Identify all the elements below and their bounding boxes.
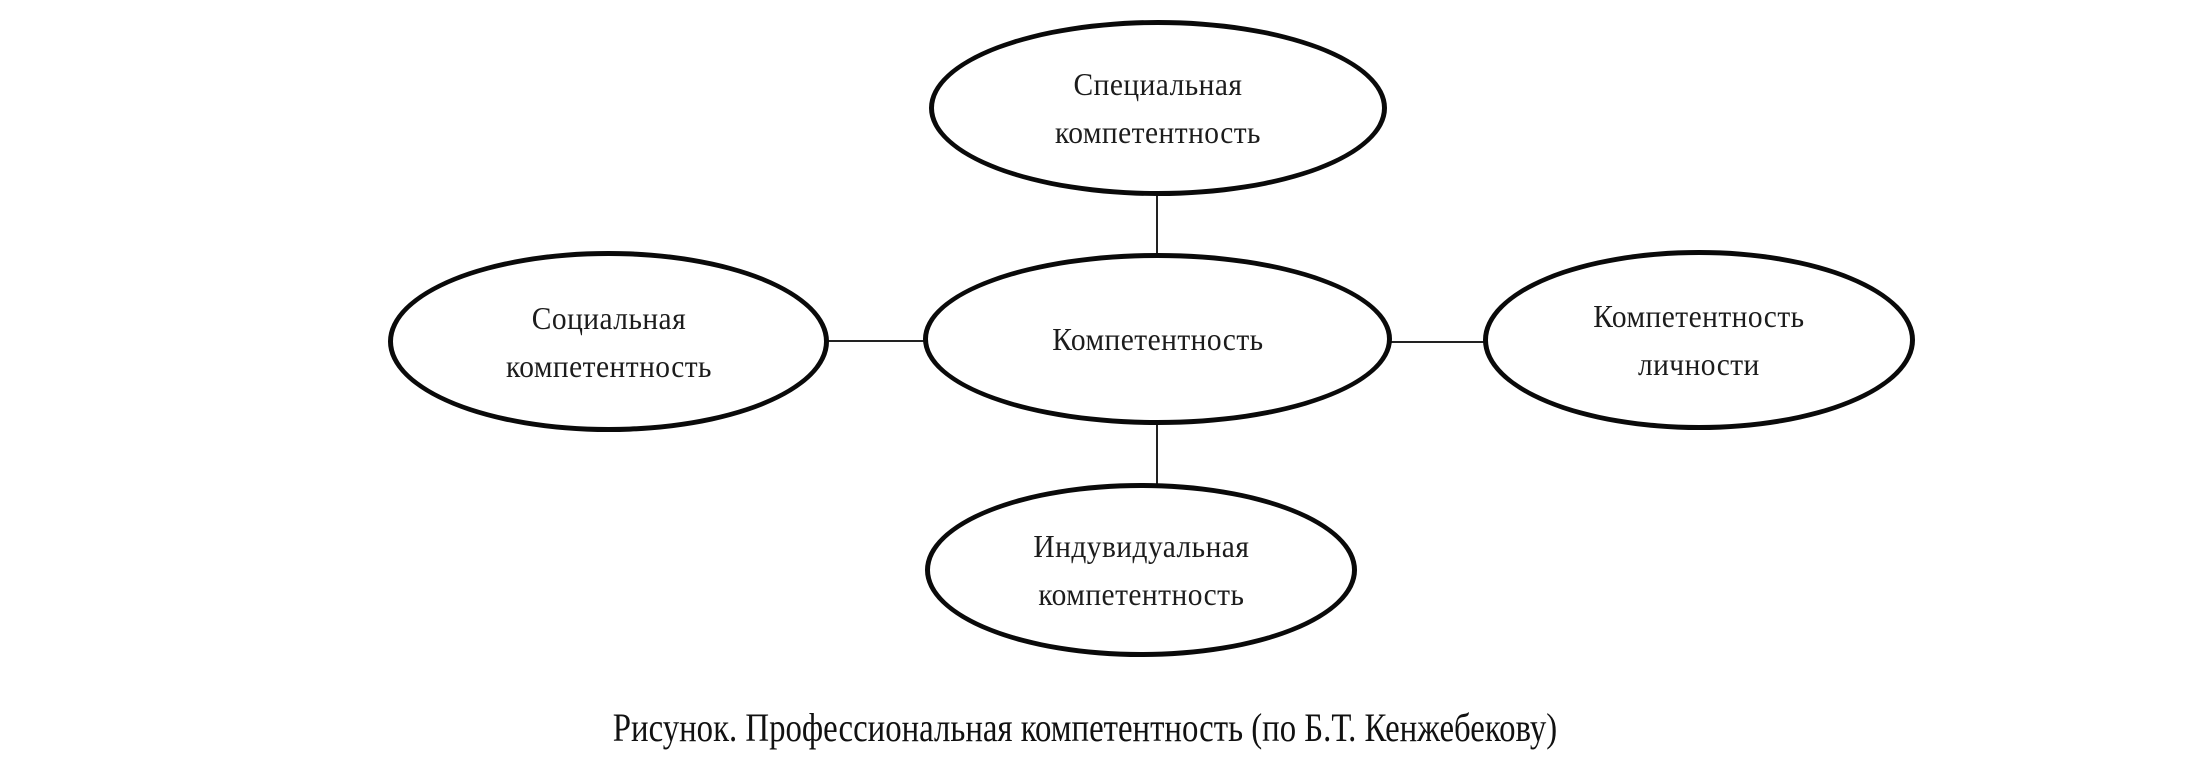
ellipse-special-competence: Специальная компетентность [929,20,1387,196]
label-line: компетентность [1055,114,1261,150]
ellipse-social-competence-label: Социальная компетентность [506,294,712,390]
ellipse-special-competence-label: Специальная компетентность [1055,60,1261,156]
ellipse-personal-competence-label: Компетентность личности [1593,292,1804,388]
connector-center-to-special [1156,194,1158,255]
label-line: Компетентность [1593,298,1805,334]
connector-center-to-personal [1390,341,1485,343]
label-line: Индувидуальная [1033,528,1249,564]
ellipse-personal-competence: Компетентность личности [1483,250,1915,430]
ellipse-social-competence: Социальная компетентность [388,251,829,432]
connector-center-to-individual [1156,423,1158,485]
ellipse-competence-center-label: Компетентность [1052,315,1263,363]
connector-center-to-social [827,340,925,342]
label-line: компетентность [505,347,712,384]
label-line: Компетентность [1051,321,1264,357]
ellipse-individual-competence-label: Индувидуальная компетентность [1033,522,1249,618]
ellipse-individual-competence: Индувидуальная компетентность [925,483,1357,657]
figure-caption: Рисунок. Профессиональная компетентность… [612,705,1558,750]
label-line: Специальная [1073,66,1243,102]
label-line: компетентность [1038,576,1244,612]
label-line: личности [1638,346,1760,382]
label-line: Социальная [531,299,686,336]
ellipse-competence-center: Компетентность [923,253,1392,425]
